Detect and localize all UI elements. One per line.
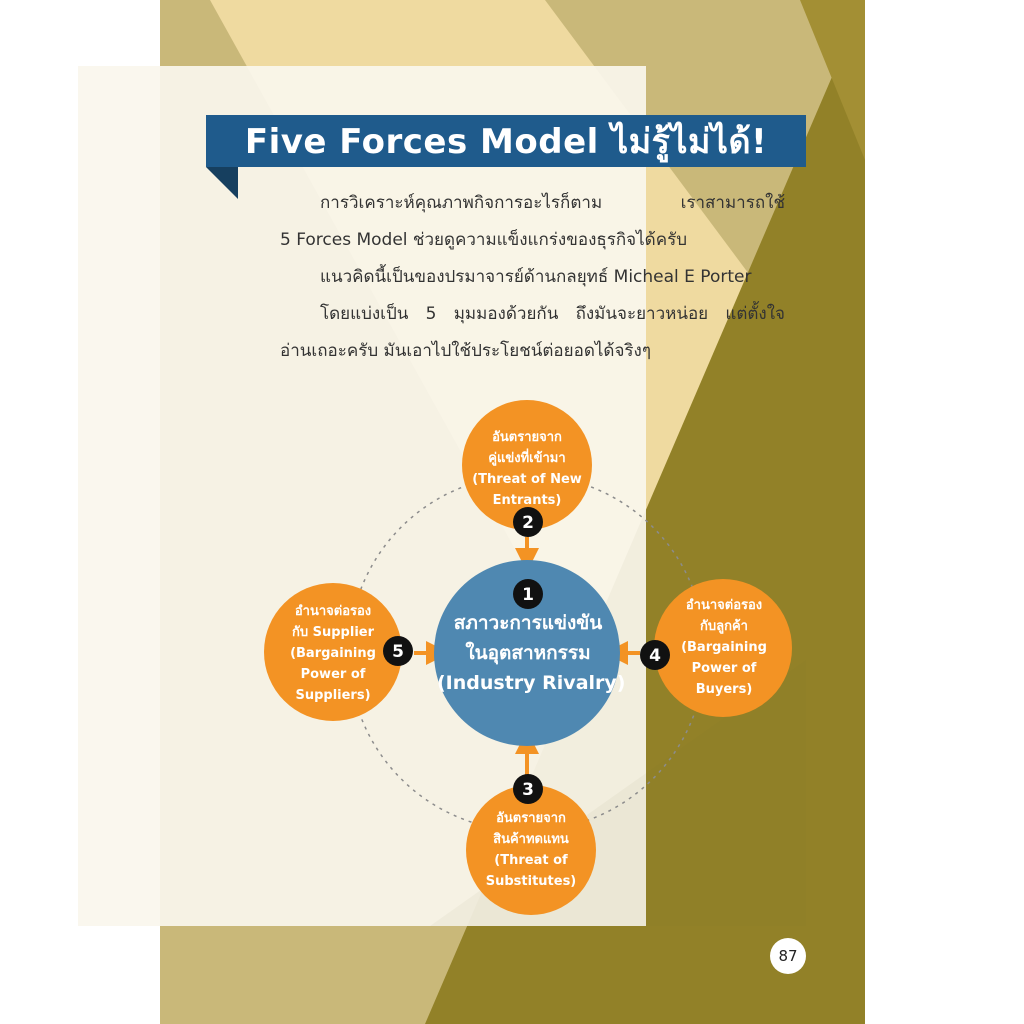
top-label-line: (Threat of New: [472, 472, 582, 487]
right-label-line: อำนาจต่อรอง: [685, 598, 763, 613]
bottom-label-line: สินค้าทดแทน: [493, 832, 569, 847]
paragraph-line: การวิเคราะห์คุณภาพกิจการอะไรก็ตาม เราสาม…: [320, 193, 785, 213]
title-banner: Five Forces Model ไม่รู้ไม่ได้!: [206, 115, 806, 167]
right-label: อำนาจต่อรอง กับลูกค้า (Bargaining Power …: [666, 595, 782, 700]
bottom-label: อันตรายจาก สินค้าทดแทน (Threat of Substi…: [466, 808, 596, 892]
paragraph-line: 5 Forces Model ช่วยดูความแข็งแกร่งของธุร…: [280, 230, 688, 250]
center-label-line: ในอุตสาหกรรม: [465, 642, 591, 664]
paragraph-line: อ่านเถอะครับ มันเอาไปใช้ประโยชน์ต่อยอดได…: [280, 341, 651, 361]
badge-1-number: 1: [522, 585, 534, 605]
top-circle: [462, 400, 592, 530]
badge-4-number: 4: [649, 646, 661, 666]
page-number: 87: [770, 938, 806, 974]
center-label-line: สภาวะการแข่งขัน: [453, 612, 603, 634]
top-label-line: อันตรายจาก: [492, 430, 562, 445]
center-label-line: (Industry Rivalry): [437, 672, 626, 694]
left-label-line: อำนาจต่อรอง: [294, 604, 372, 619]
badge-2: 2: [513, 507, 543, 537]
right-label-line: (Bargaining: [681, 640, 767, 655]
right-label-line: กับลูกค้า: [700, 619, 748, 634]
center-circle: [434, 560, 620, 746]
badge-3: 3: [513, 774, 543, 804]
badge-5-number: 5: [392, 642, 404, 662]
badge-5: 5: [383, 636, 413, 666]
paragraph-line: โดยแบ่งเป็น 5 มุมมองด้วยกัน ถึงมันจะยาวห…: [320, 304, 785, 324]
right-label-line: Buyers): [695, 682, 753, 697]
left-label-line: (Bargaining: [290, 646, 376, 661]
intro-paragraph: การวิเคราะห์คุณภาพกิจการอะไรก็ตาม เราสาม…: [280, 185, 785, 370]
top-label: อันตรายจาก คู่แข่งที่เข้ามา (Threat of N…: [462, 427, 592, 511]
bottom-label-line: (Threat of: [494, 853, 568, 868]
left-label-line: Power of: [300, 667, 366, 682]
left-label-line: กับ Supplier: [291, 625, 375, 640]
banner-fold: [206, 167, 238, 199]
right-circle: [654, 579, 792, 717]
paragraph-line: แนวคิดนี้เป็นของปรมาจารย์ด้านกลยุทธ์ Mic…: [320, 267, 752, 287]
left-label: อำนาจต่อรอง กับ Supplier (Bargaining Pow…: [275, 601, 391, 706]
bottom-label-line: Substitutes): [485, 874, 577, 889]
center-label: สภาวะการแข่งขัน ในอุตสาหกรรม (Industry R…: [437, 608, 626, 698]
page-title: Five Forces Model ไม่รู้ไม่ได้!: [244, 122, 768, 162]
bottom-label-line: อันตรายจาก: [496, 811, 566, 826]
right-label-line: Power of: [691, 661, 757, 676]
badge-3-number: 3: [522, 780, 534, 800]
bottom-circle: [466, 785, 596, 915]
badge-4: 4: [640, 640, 670, 670]
badge-2-number: 2: [522, 513, 534, 533]
badge-1: 1: [513, 579, 543, 609]
top-label-line: คู่แข่งที่เข้ามา: [488, 451, 566, 466]
left-label-line: Suppliers): [295, 688, 371, 703]
top-label-line: Entrants): [492, 493, 562, 508]
left-circle: [264, 583, 402, 721]
